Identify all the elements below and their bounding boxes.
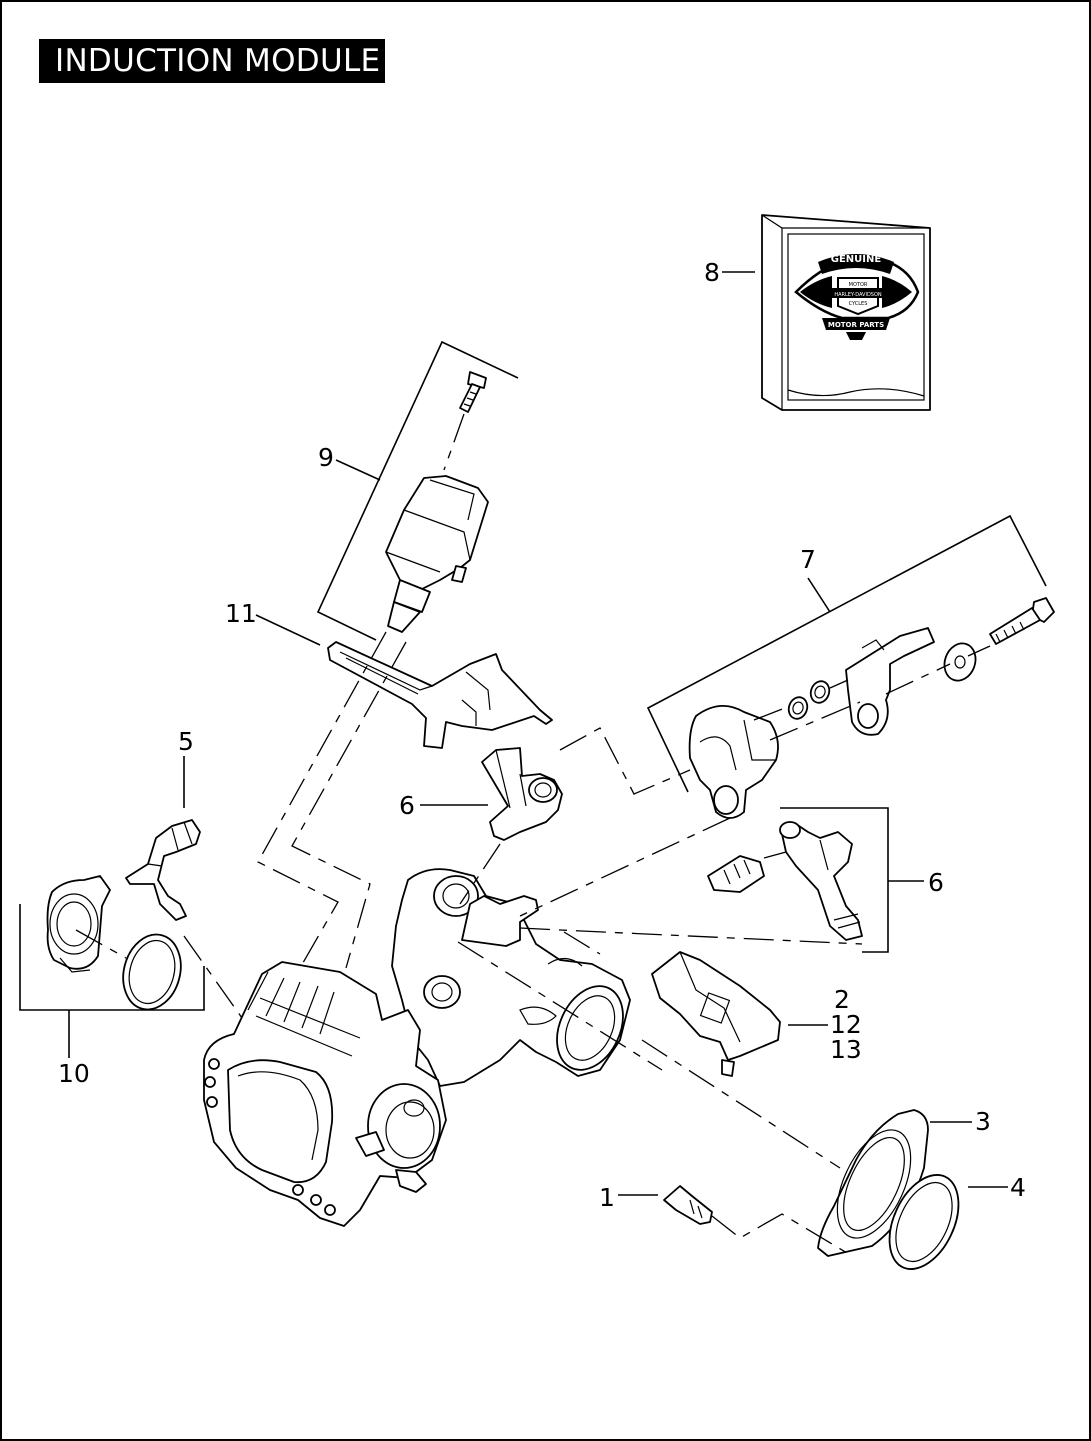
crossover-tube xyxy=(845,627,935,736)
callout-3: 3 xyxy=(975,1107,991,1136)
callout-12: 12 xyxy=(830,1010,862,1039)
logo-top-text: GENUINE xyxy=(831,254,882,265)
seal-washers xyxy=(787,680,831,720)
group-bracket-6 xyxy=(707,807,924,953)
group-bracket-9 xyxy=(316,340,519,641)
callout-1: 1 xyxy=(599,1183,615,1212)
callout-7: 7 xyxy=(800,545,816,574)
flange-bolt xyxy=(989,597,1055,645)
screw-9 xyxy=(459,371,487,413)
parts-package-8: GENUINE MOTOR HARLEY-DAVIDSON CYCLES MOT… xyxy=(761,214,931,411)
fuel-injector-upper xyxy=(481,747,563,841)
flange-3 xyxy=(817,1109,929,1257)
title-banner: INDUCTION MODULE xyxy=(39,39,385,83)
callout-8: 8 xyxy=(704,258,720,287)
seal-ring-4 xyxy=(888,1174,960,1270)
screw-1 xyxy=(663,1185,713,1225)
injector-clip xyxy=(707,855,765,893)
map-sensor-2 xyxy=(651,951,781,1077)
page-title: INDUCTION MODULE xyxy=(55,43,381,79)
assembly-leader-lines xyxy=(257,631,863,1257)
elbow-fitting xyxy=(46,875,111,973)
logo-bottom-text: MOTOR PARTS xyxy=(828,321,884,329)
fuel-injector-lower xyxy=(779,821,863,941)
group-bracket-10 xyxy=(19,875,205,1058)
idle-air-control-valve xyxy=(385,475,489,633)
logo-small-top: MOTOR xyxy=(849,282,868,288)
genuine-motor-parts-logo: GENUINE MOTOR HARLEY-DAVIDSON CYCLES MOT… xyxy=(794,254,920,340)
callout-6-upper: 6 xyxy=(399,791,415,820)
callout-9: 9 xyxy=(318,443,334,472)
flat-washer xyxy=(943,642,977,682)
o-ring xyxy=(122,933,182,1011)
callout-10: 10 xyxy=(58,1059,90,1088)
fuel-rail-block xyxy=(688,705,779,819)
bracket-11 xyxy=(327,641,553,749)
callout-6-lower: 6 xyxy=(928,868,944,897)
callout-13: 13 xyxy=(830,1035,862,1064)
logo-small-bottom: CYCLES xyxy=(849,301,868,307)
callout-4: 4 xyxy=(1010,1173,1026,1202)
callout-2: 2 xyxy=(834,985,850,1014)
logo-brand-text: HARLEY-DAVIDSON xyxy=(834,292,882,298)
sensor-5 xyxy=(125,819,201,921)
callout-5: 5 xyxy=(178,727,194,756)
callout-11: 11 xyxy=(225,599,257,628)
throttle-body-assembly xyxy=(203,868,631,1227)
group-bracket-7 xyxy=(646,514,1055,819)
